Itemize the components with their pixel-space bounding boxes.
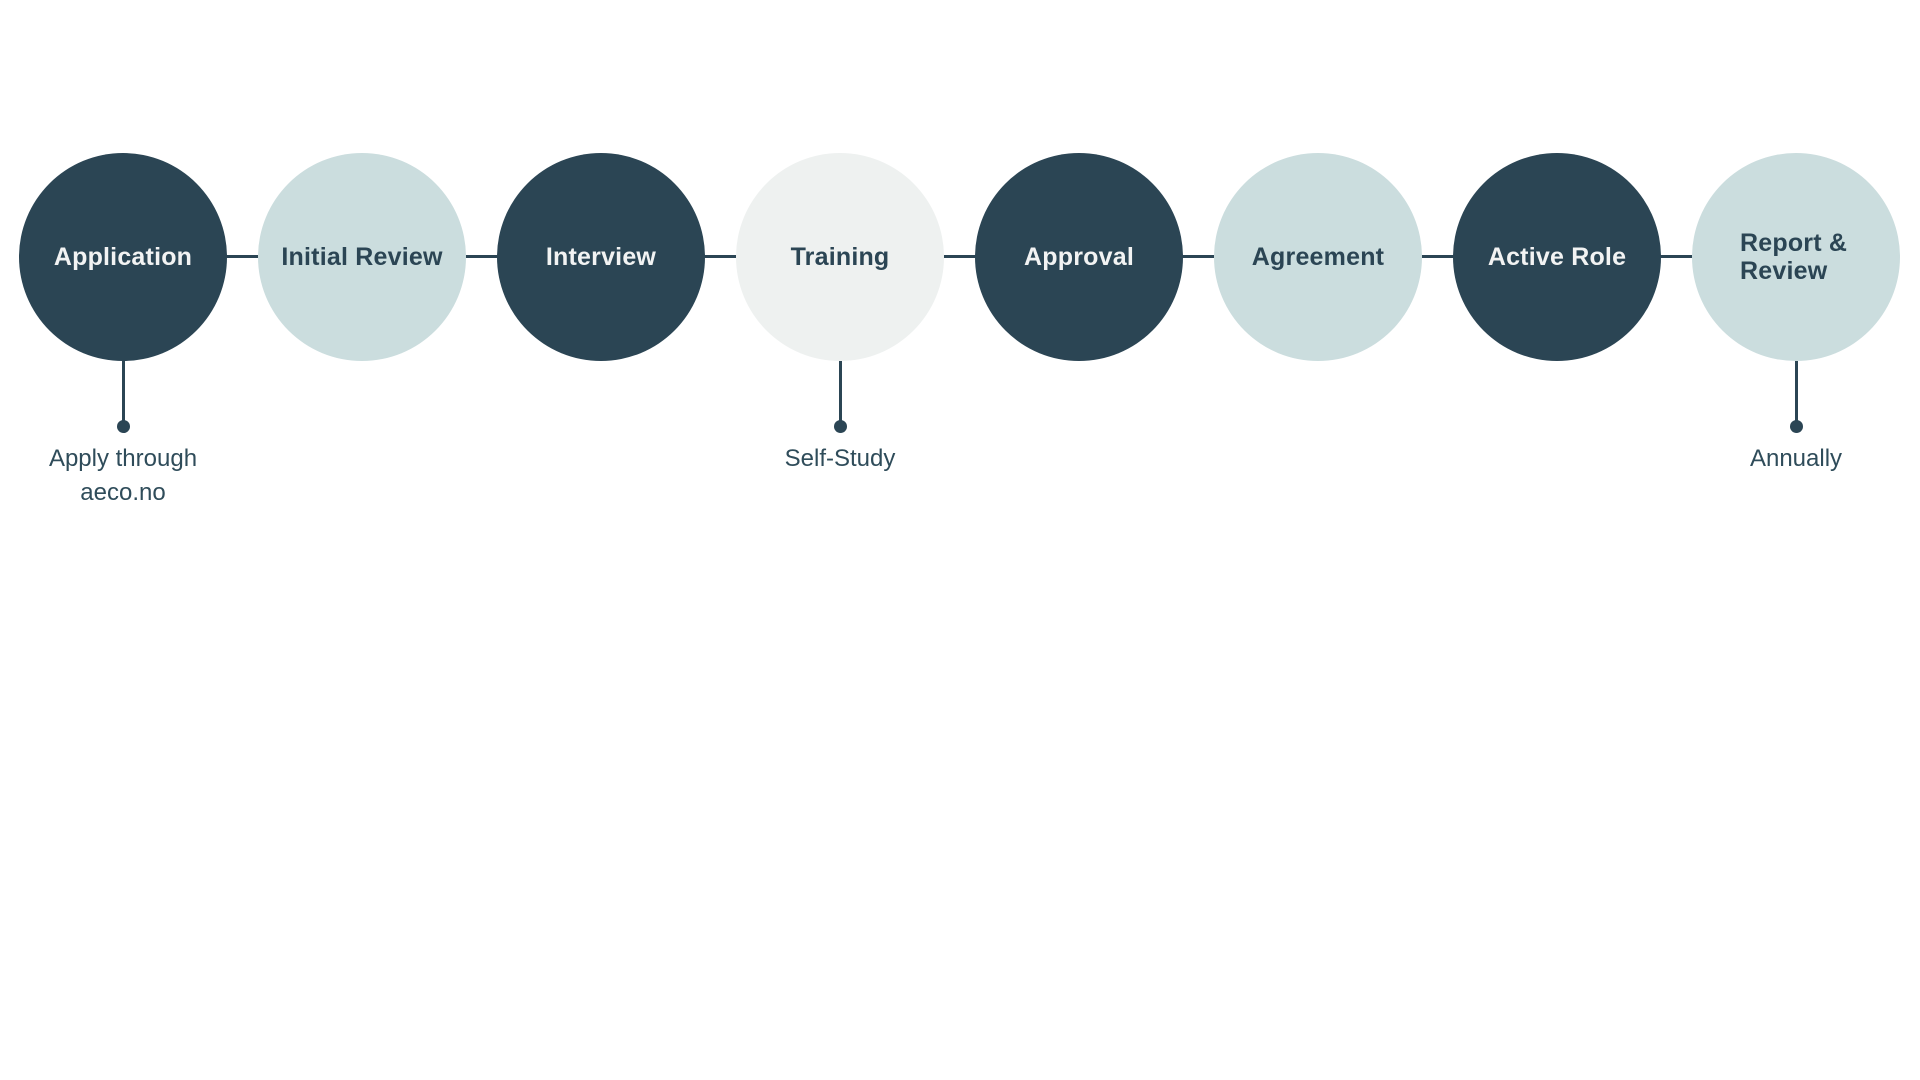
step-circle: Interview [497,153,705,361]
process-step: Approval [975,153,1183,510]
step-circle: Application [19,153,227,361]
step-callout: Annually [1750,361,1842,476]
callout-label: Apply through aeco.no [48,445,198,506]
callout-connector-line [1794,361,1798,421]
callout-connector-line [838,361,842,421]
process-step: Agreement [1214,153,1422,510]
step-circle: Active Role [1453,153,1661,361]
step-label: Agreement [1251,243,1385,271]
process-step: Initial Review [258,153,466,510]
process-step: Active Role [1453,153,1661,510]
step-callout: Self-Study [784,361,896,476]
step-label: Report & Review [1740,229,1848,285]
process-step: Training Self-Study [736,153,944,510]
step-label: Initial Review [281,243,443,271]
step-circle: Agreement [1214,153,1422,361]
flow-connector-line [123,255,1797,258]
step-label: Active Role [1487,243,1627,271]
process-step: Application Apply through aeco.no [19,153,227,510]
callout-label: Self-Study [784,445,896,472]
step-label: Interview [545,243,657,271]
step-callout: Apply through aeco.no [33,361,213,510]
step-circle: Training [736,153,944,361]
step-label: Application [53,243,193,271]
process-step: Interview [497,153,705,510]
step-circle: Initial Review [258,153,466,361]
process-flow-row: Application Apply through aeco.no Initia… [19,153,1900,510]
callout-dot [116,420,130,433]
process-step: Report & Review Annually [1692,153,1900,510]
callout-label: Annually [1749,445,1843,472]
callout-dot [833,420,847,433]
step-label: Training [790,243,890,271]
step-circle: Report & Review [1692,153,1900,361]
callout-connector-line [121,361,125,421]
callout-dot [1789,420,1803,433]
step-label: Approval [1024,243,1134,271]
step-circle: Approval [975,153,1183,361]
